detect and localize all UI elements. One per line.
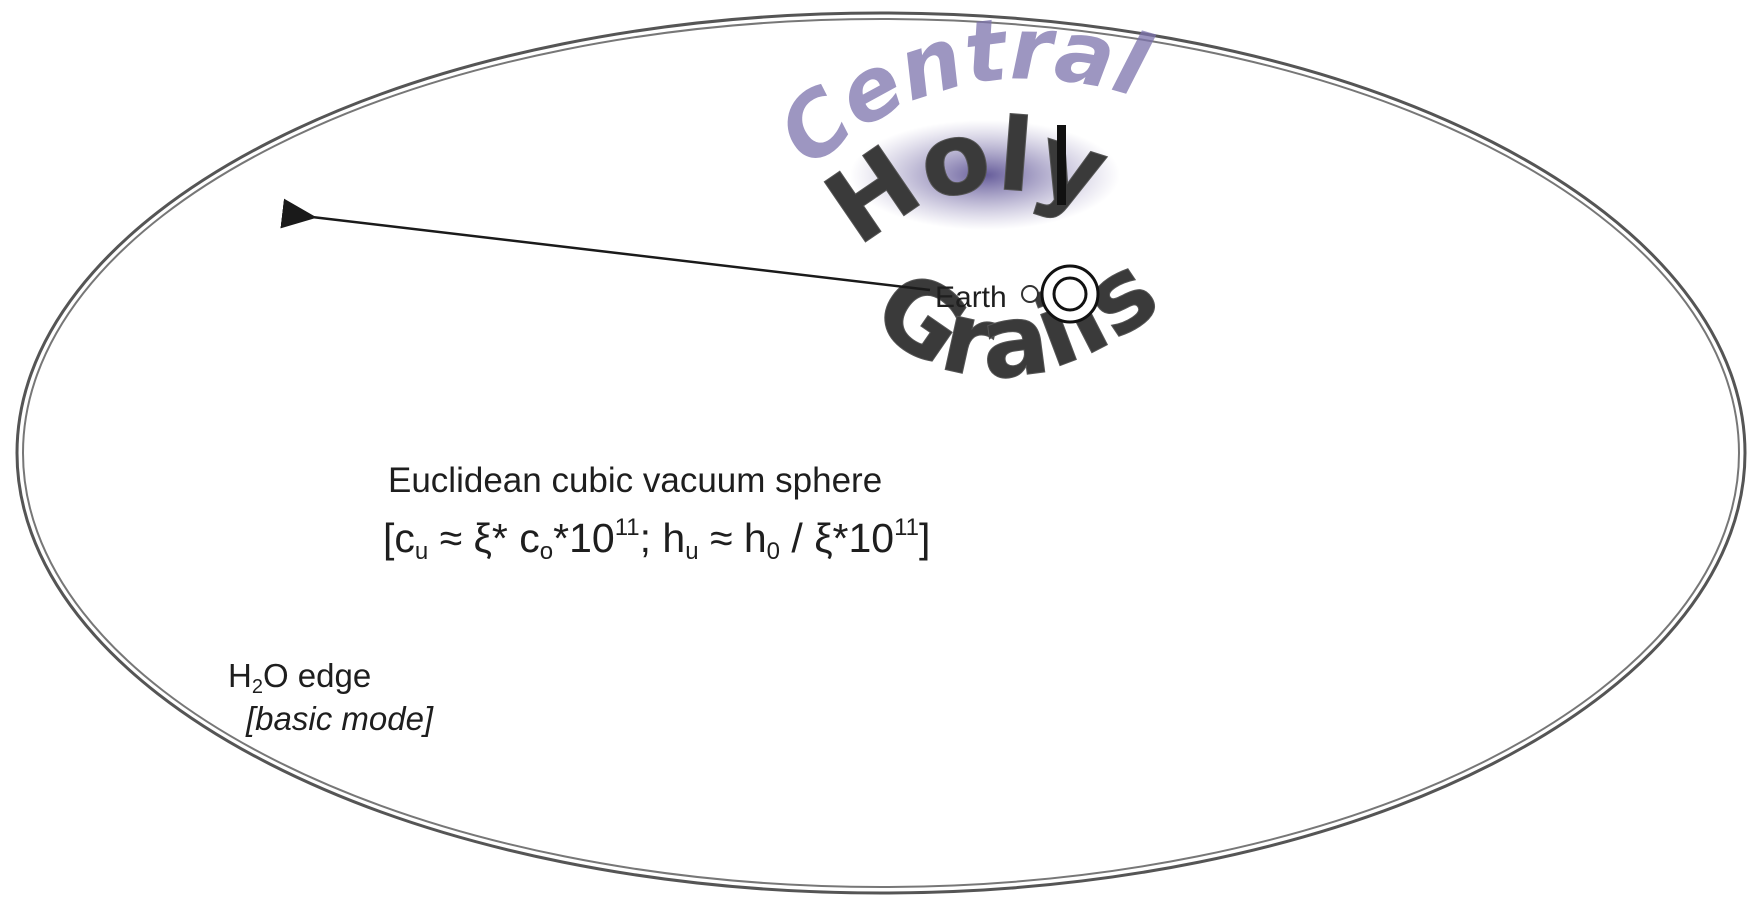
formula: [cu ≈ ξ* co*1011; hu ≈ h0 / ξ*1011] [383, 514, 930, 565]
purple-glow [850, 120, 1120, 230]
holy-wordart: Holy [805, 95, 1120, 267]
earth-label: Earth [935, 281, 1007, 314]
earth-marker: Earth [935, 264, 1100, 324]
dark-bar [1057, 125, 1066, 205]
sphere-title: Euclidean cubic vacuum sphere [388, 461, 882, 500]
earth-ring-inner [1052, 276, 1088, 312]
edge-label: H2O edge [228, 657, 371, 698]
sphere-inner-ring [22, 18, 1740, 888]
grails-wordart: Grails [854, 231, 1178, 404]
sphere-boundary [15, 11, 1747, 895]
direction-arrow [280, 198, 931, 292]
mode-label: [basic mode] [245, 700, 434, 737]
central-holy-grails-wordart: Central Holy Grails [760, 0, 1178, 404]
sphere-outer-ring [15, 11, 1747, 895]
earth-small-dot [1021, 285, 1039, 303]
